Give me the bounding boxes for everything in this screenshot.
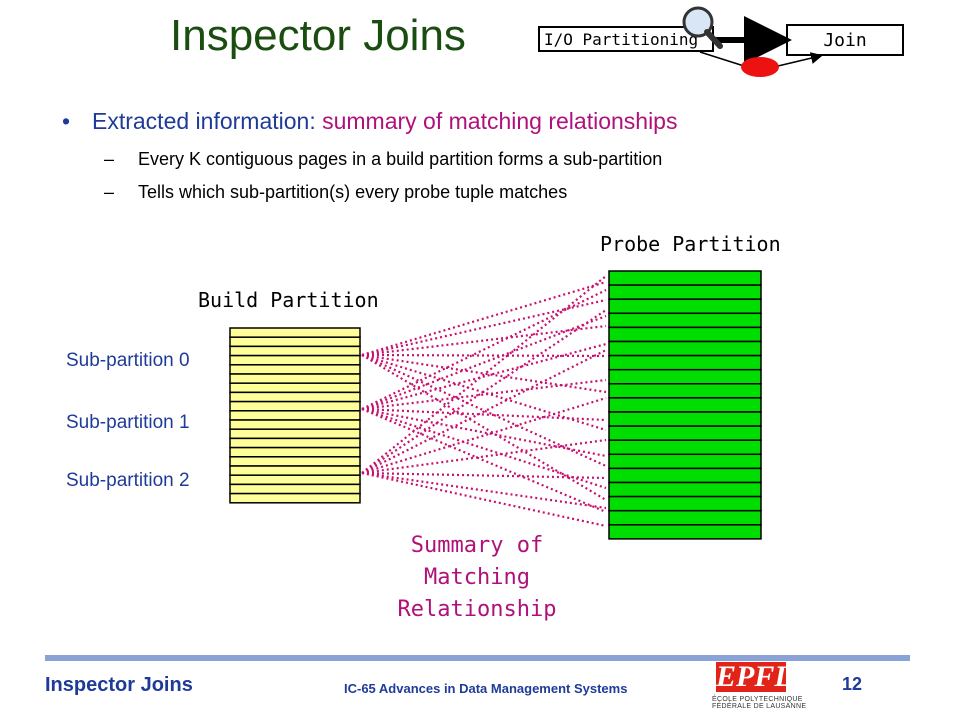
- match-link: [361, 353, 607, 394]
- summary-line-3: Relationship: [397, 596, 557, 622]
- match-link: [361, 280, 607, 357]
- build-page: [229, 483, 361, 495]
- build-page: [229, 419, 361, 430]
- build-page: [229, 327, 361, 338]
- build-partition-block: [229, 327, 361, 504]
- epfl-logo: EPFL ÉCOLE POLYTECHNIQUE FÉDÉRALE DE LAU…: [712, 662, 818, 718]
- epfl-logo-mark: EPFL: [716, 660, 793, 693]
- match-link: [361, 407, 607, 514]
- probe-tuple-row: [608, 481, 762, 498]
- epfl-logo-line2: FÉDÉRALE DE LAUSANNE: [712, 703, 807, 710]
- build-page: [229, 364, 361, 375]
- bullet-accent: summary of matching relationships: [322, 108, 678, 134]
- build-partition-label: Build Partition: [198, 288, 379, 312]
- page-number: 12: [842, 674, 863, 694]
- io-partitioning-box: I/O Partitioning: [538, 26, 714, 52]
- match-link: [361, 342, 607, 411]
- join-box: Join: [786, 24, 904, 56]
- sub-partition-1-label: Sub-partition 1: [66, 412, 190, 433]
- probe-partition-block: [608, 270, 762, 540]
- summary-caption: Summary of Matching Relationship: [368, 530, 586, 626]
- inspector-link-left: [699, 51, 745, 67]
- match-link: [361, 407, 607, 422]
- probe-tuple-row: [608, 340, 762, 357]
- match-link: [361, 314, 607, 411]
- probe-tuple-row: [608, 397, 762, 413]
- io-partitioning-label: I/O Partitioning: [544, 29, 699, 49]
- probe-tuple-row: [608, 312, 762, 329]
- match-link: [361, 471, 607, 510]
- probe-tuple-row: [608, 453, 762, 470]
- build-page: [229, 336, 361, 348]
- match-link: [361, 349, 607, 474]
- probe-tuple-row: [608, 326, 762, 343]
- epfl-logo-line1: ÉCOLE POLYTECHNIQUE: [712, 696, 803, 703]
- match-link: [361, 309, 607, 474]
- probe-tuple-row: [608, 298, 762, 315]
- probe-tuple-row: [608, 383, 762, 399]
- inspector-link-right: [777, 52, 823, 67]
- build-page: [229, 492, 361, 504]
- build-page: [229, 400, 361, 412]
- match-link: [361, 298, 607, 357]
- bullet-lead: Extracted information:: [92, 108, 323, 134]
- summary-line-1: Summary of: [410, 533, 544, 558]
- main-bullet: • Extracted information: summary of match…: [62, 108, 677, 135]
- sub-bullet-2-text: Tells which sub-partition(s) every probe…: [138, 182, 568, 202]
- match-link: [361, 353, 607, 358]
- probe-partition-label: Probe Partition: [600, 232, 781, 256]
- build-page: [229, 345, 361, 357]
- build-page: [229, 446, 361, 458]
- probe-tuple-row: [608, 284, 762, 300]
- footer-rule: [45, 655, 910, 661]
- match-link: [361, 354, 607, 501]
- sub-bullet-1: –Every K contiguous pages in a build par…: [104, 149, 663, 169]
- build-page: [229, 437, 361, 449]
- probe-tuple-row: [608, 411, 762, 427]
- match-link: [361, 471, 607, 528]
- probe-tuple-row: [608, 509, 762, 526]
- probe-tuple-row: [608, 524, 762, 540]
- probe-tuple-row: [608, 368, 762, 385]
- sub-partition-0-label: Sub-partition 0: [66, 350, 190, 371]
- matching-links: [361, 275, 607, 528]
- probe-tuple-row: [608, 439, 762, 456]
- bullet-dot: •: [62, 108, 71, 134]
- build-page: [229, 391, 361, 403]
- probe-tuple-row: [608, 354, 762, 371]
- build-page: [229, 382, 361, 394]
- sub-bullet-2: –Tells which sub-partition(s) every prob…: [104, 182, 568, 202]
- sub-partition-2-label: Sub-partition 2: [66, 470, 190, 491]
- probe-tuple-row: [608, 425, 762, 441]
- join-label: Join: [823, 29, 867, 51]
- build-page: [229, 465, 361, 476]
- summary-line-2: Matching: [424, 564, 530, 590]
- match-link: [361, 471, 607, 480]
- footer-course: IC-65 Advances in Data Management System…: [344, 681, 628, 696]
- match-link: [361, 275, 607, 474]
- inspector-ellipse: [741, 57, 779, 77]
- build-page: [229, 373, 361, 384]
- build-page: [229, 456, 361, 467]
- probe-tuple-row: [608, 467, 762, 484]
- slide-title: Inspector Joins: [170, 11, 466, 60]
- magnifier-icon: [682, 6, 723, 49]
- build-page: [229, 354, 361, 366]
- match-link: [361, 396, 607, 475]
- probe-tuple-row: [608, 270, 762, 286]
- probe-tuple-row: [608, 495, 762, 512]
- match-link: [361, 324, 607, 357]
- build-page: [229, 428, 361, 440]
- match-link: [361, 438, 607, 475]
- match-link: [361, 378, 607, 411]
- match-link: [361, 407, 607, 458]
- build-page: [229, 410, 361, 421]
- footer-title: Inspector Joins: [45, 674, 193, 696]
- build-page: [229, 474, 361, 486]
- sub-bullet-1-text: Every K contiguous pages in a build part…: [138, 149, 663, 169]
